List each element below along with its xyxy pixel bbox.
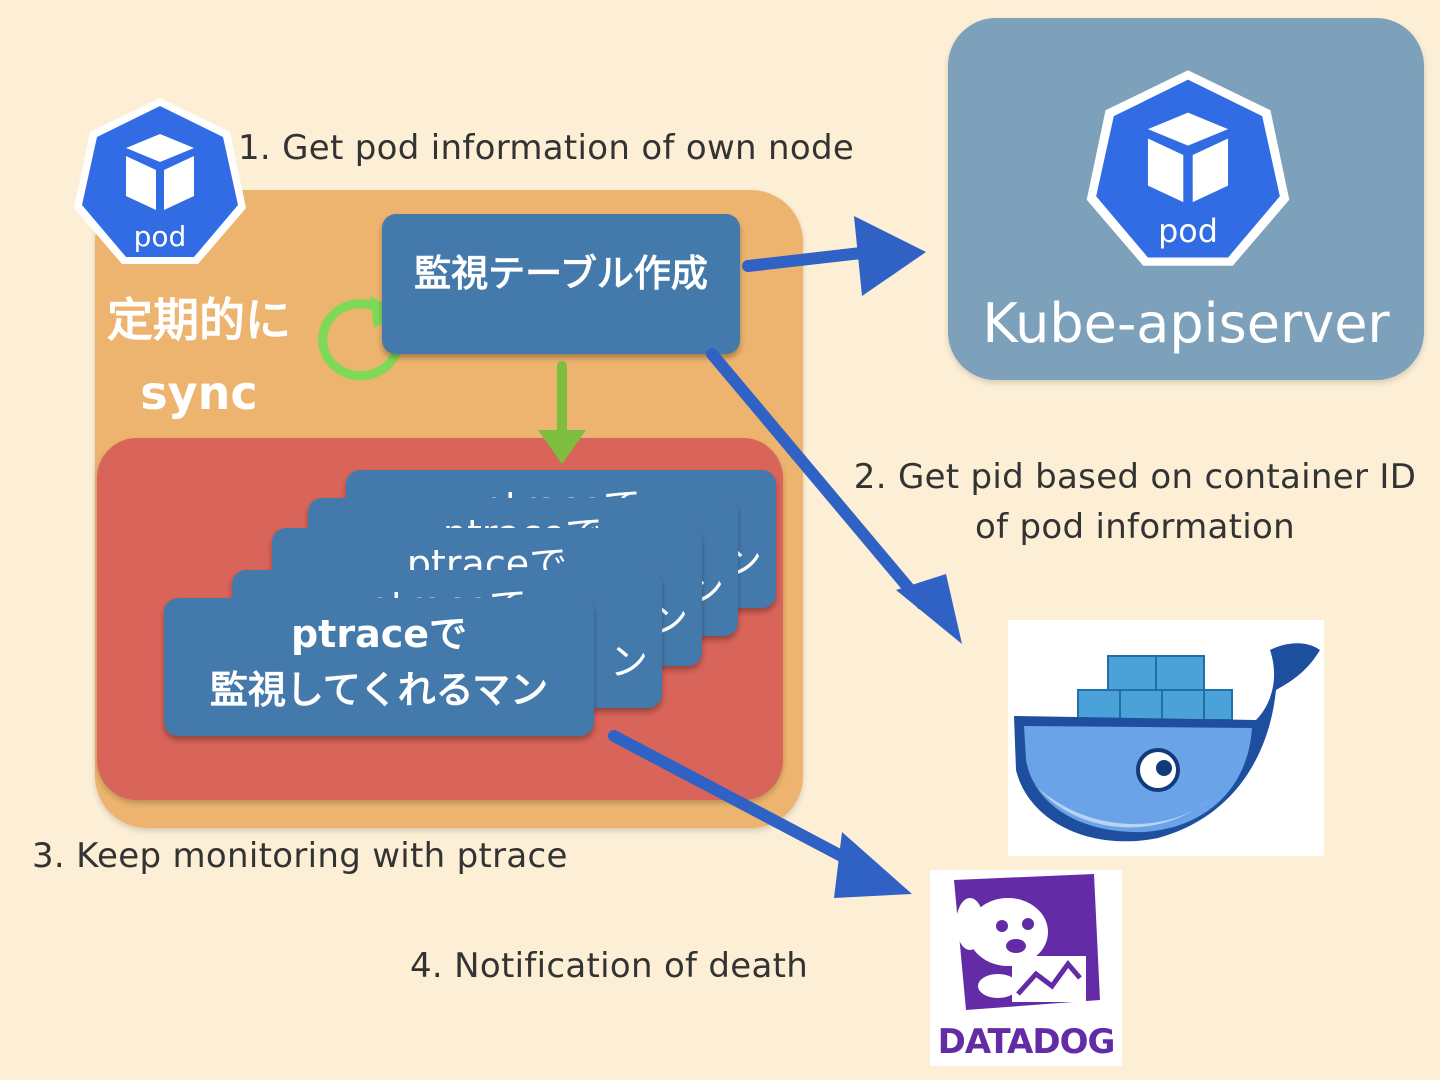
monitor-table-box: 監視テーブル作成 xyxy=(382,214,740,354)
worker-card-2-line2: ン xyxy=(609,640,648,684)
step-1-label: 1. Get pod information of own node xyxy=(238,128,855,168)
datadog-label: DATADOG xyxy=(937,1022,1116,1062)
apiserver-label: Kube-apiserver xyxy=(982,292,1390,355)
arrow-to-apiserver-head xyxy=(854,216,926,296)
arrow-to-apiserver-shaft xyxy=(742,246,876,272)
apiserver-pod-icon-label: pod xyxy=(1158,213,1218,250)
worker-card-front-line1: ptraceで xyxy=(290,612,468,656)
arrow-to-docker-shaft xyxy=(706,348,928,610)
arrow-to-datadog-shaft xyxy=(608,730,874,876)
step-2-label: 2. Get pid based on container ID of pod … xyxy=(850,452,1420,552)
down-arrow-icon xyxy=(538,361,586,464)
sync-label-jp: 定期的に xyxy=(107,293,291,347)
sync-label-en: sync xyxy=(140,366,258,420)
step-2-line-1: 2. Get pid based on container ID xyxy=(853,457,1417,497)
arrow-to-datadog-head xyxy=(834,832,912,898)
arrow-to-docker-head xyxy=(896,574,962,644)
docker-whale-icon xyxy=(1014,643,1320,842)
worker-card-front-line2: 監視してくれるマン xyxy=(209,668,549,712)
monitor-table-label: 監視テーブル作成 xyxy=(414,252,708,295)
apiserver-pod-icon: pod xyxy=(1086,70,1290,266)
node-pod-icon: pod xyxy=(74,98,246,264)
step-3-label: 3. Keep monitoring with ptrace xyxy=(32,836,568,876)
datadog-dog-icon xyxy=(954,874,1100,1010)
step-4-label: 4. Notification of death xyxy=(410,946,809,986)
step-2-line-2: of pod information xyxy=(975,507,1295,547)
node-pod-icon-label: pod xyxy=(134,220,187,253)
worker-card-front: ptraceで 監視してくれるマン xyxy=(164,598,594,736)
